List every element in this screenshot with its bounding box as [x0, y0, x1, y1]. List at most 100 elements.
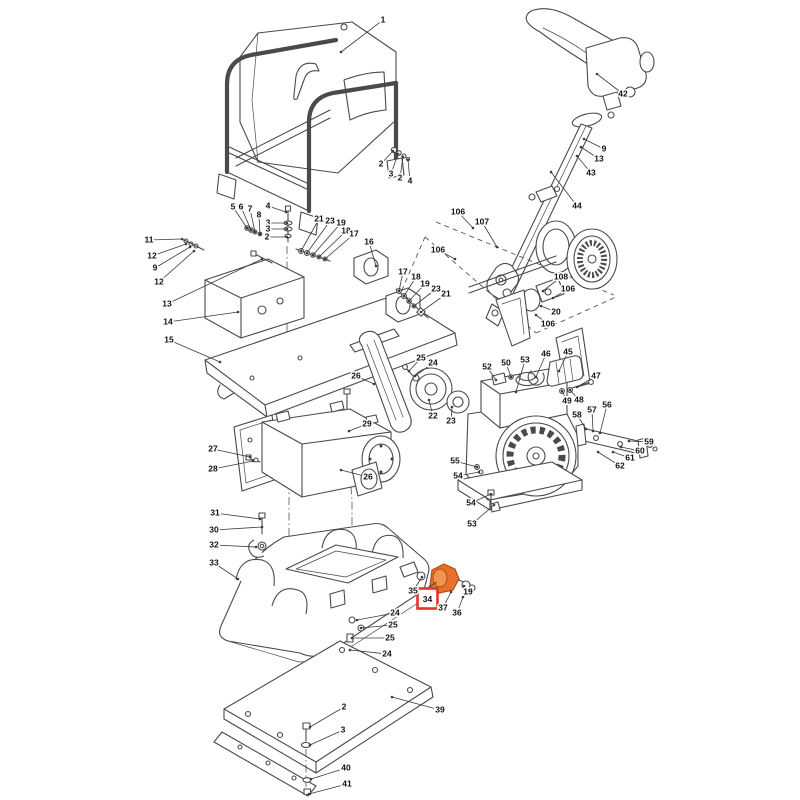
part-number-106[interactable]: 106	[559, 282, 576, 295]
part-number-49[interactable]: 49	[561, 394, 574, 407]
part-number-32[interactable]: 32	[208, 538, 221, 551]
part-number-21[interactable]: 21	[313, 212, 326, 225]
part-number-17[interactable]: 17	[348, 227, 361, 240]
part-number-2[interactable]: 2	[263, 230, 271, 243]
part-number-46[interactable]: 46	[540, 347, 553, 360]
part-number-43[interactable]: 43	[585, 166, 598, 179]
part-number-3[interactable]: 3	[264, 222, 272, 235]
part-number-27[interactable]: 27	[207, 442, 220, 455]
leader-line	[457, 211, 474, 229]
part-number-20[interactable]: 20	[550, 305, 563, 318]
part-number-108[interactable]: 108	[552, 270, 569, 283]
part-number-36[interactable]: 36	[451, 606, 464, 619]
part-number-25[interactable]: 25	[415, 351, 428, 364]
part-number-53[interactable]: 53	[466, 517, 479, 530]
part-number-30[interactable]: 30	[208, 523, 221, 536]
part-number-22[interactable]: 22	[427, 409, 440, 422]
part-number-50[interactable]: 50	[500, 356, 513, 369]
part-number-23[interactable]: 23	[324, 214, 337, 227]
part-number-19[interactable]: 19	[462, 585, 475, 598]
part-number-12[interactable]: 12	[146, 249, 159, 262]
part-number-59[interactable]: 59	[643, 435, 656, 448]
part-number-17[interactable]: 17	[397, 265, 410, 278]
part-number-13[interactable]: 13	[593, 152, 606, 165]
leader-line	[515, 359, 526, 393]
part-number-2[interactable]: 2	[396, 171, 404, 184]
part-number-33[interactable]: 33	[208, 556, 221, 569]
part-number-12[interactable]: 12	[153, 275, 166, 288]
part-number-3[interactable]: 3	[387, 167, 395, 180]
part-number-54[interactable]: 54	[465, 496, 478, 509]
part-number-40[interactable]: 40	[340, 761, 353, 774]
part-number-2[interactable]: 2	[340, 700, 348, 713]
part-number-23[interactable]: 23	[445, 414, 458, 427]
part-number-26[interactable]: 26	[350, 369, 363, 382]
leader-line	[437, 249, 456, 260]
part-number-106[interactable]: 106	[449, 205, 466, 218]
part-number-19[interactable]: 19	[335, 216, 348, 229]
part-number-18[interactable]: 18	[340, 224, 353, 237]
highlighted-part-number[interactable]: 34	[423, 594, 433, 604]
part-number-31[interactable]: 31	[209, 506, 222, 519]
part-number-39[interactable]: 39	[434, 703, 447, 716]
part-number-53[interactable]: 53	[519, 353, 532, 366]
part-number-18[interactable]: 18	[410, 270, 423, 283]
part-number-3[interactable]: 3	[339, 723, 347, 736]
part-number-62[interactable]: 62	[614, 459, 627, 472]
part-number-61[interactable]: 61	[624, 451, 637, 464]
part-number-42[interactable]: 42	[617, 87, 630, 100]
part-number-9[interactable]: 9	[600, 142, 608, 155]
leader-line	[407, 159, 411, 182]
part-number-3[interactable]: 3	[264, 216, 272, 229]
part-number-9[interactable]: 9	[151, 261, 159, 274]
highlighted-part-shockmount[interactable]	[416, 563, 476, 594]
part-number-25[interactable]: 25	[387, 618, 400, 631]
part-number-106[interactable]: 106	[429, 243, 446, 256]
part-number-21[interactable]: 21	[440, 287, 453, 300]
part-number-4[interactable]: 4	[264, 199, 272, 212]
part-number-13[interactable]: 13	[161, 297, 174, 310]
part-number-24[interactable]: 24	[381, 647, 394, 660]
part-number-19[interactable]: 19	[419, 277, 432, 290]
part-number-11[interactable]: 11	[143, 233, 155, 246]
part-number-16[interactable]: 16	[363, 235, 376, 248]
part-number-14[interactable]: 14	[162, 315, 175, 328]
part-number-24[interactable]: 24	[389, 606, 402, 619]
part-number-48[interactable]: 48	[573, 393, 586, 406]
part-number-23[interactable]: 23	[430, 282, 443, 295]
part-number-1[interactable]: 1	[379, 13, 387, 26]
part-number-41[interactable]: 41	[341, 777, 354, 790]
part-number-8[interactable]: 8	[255, 208, 263, 221]
part-number-60[interactable]: 60	[634, 444, 647, 457]
part-number-55[interactable]: 55	[449, 454, 462, 467]
part-number-28[interactable]: 28	[207, 462, 220, 475]
leader-line	[597, 451, 621, 467]
leader-endpoint	[595, 72, 599, 76]
part-number-5[interactable]: 5	[229, 200, 237, 213]
part-number-106[interactable]: 106	[539, 317, 556, 330]
part-number-57[interactable]: 57	[586, 403, 599, 416]
part-number-2[interactable]: 2	[377, 157, 385, 170]
part-number-107[interactable]: 107	[473, 215, 490, 228]
part-number-26[interactable]: 26	[362, 470, 375, 483]
part-number-6[interactable]: 6	[237, 200, 245, 213]
part-number-35[interactable]: 35	[407, 584, 420, 597]
part-number-24[interactable]: 24	[427, 356, 440, 369]
part-number-4[interactable]: 4	[406, 174, 414, 187]
part-number-44[interactable]: 44	[571, 199, 584, 212]
leader-endpoint	[396, 152, 400, 156]
part-number-45[interactable]: 45	[562, 345, 575, 358]
leader-endpoint	[374, 264, 378, 268]
part-number-54[interactable]: 54	[452, 469, 465, 482]
part-number-56[interactable]: 56	[601, 398, 614, 411]
part-number-37[interactable]: 37	[437, 601, 450, 614]
part-number-47[interactable]: 47	[590, 369, 603, 382]
part-number-7[interactable]: 7	[246, 202, 254, 215]
leader-line	[414, 362, 434, 377]
part-number-15[interactable]: 15	[163, 333, 176, 346]
part-number-58[interactable]: 58	[571, 408, 584, 421]
part-number-29[interactable]: 29	[361, 417, 374, 430]
leader-line	[309, 729, 344, 746]
part-number-25[interactable]: 25	[384, 631, 397, 644]
part-number-52[interactable]: 52	[481, 360, 494, 373]
